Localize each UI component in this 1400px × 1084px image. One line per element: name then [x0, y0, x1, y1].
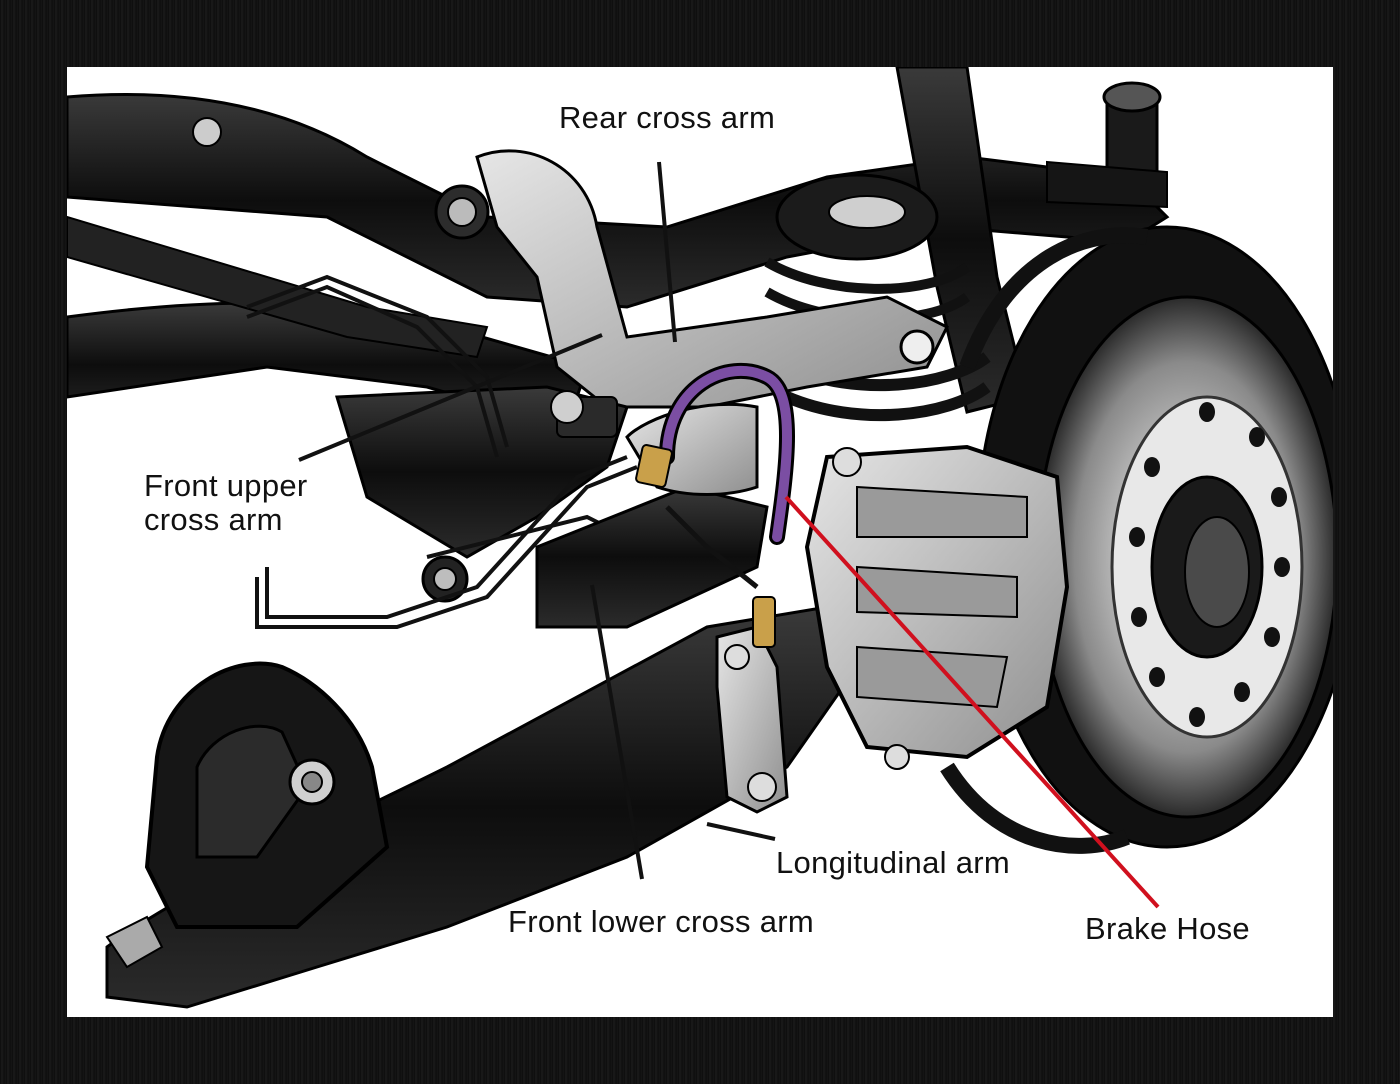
leader-lines [298, 161, 776, 880]
diagram-canvas: Rear cross arm Front upper cross arm Fro… [67, 67, 1333, 1017]
label-front-upper-cross-arm-line2: cross arm [144, 502, 283, 537]
brake-hose-part [635, 362, 795, 648]
label-front-lower-cross-arm: Front lower cross arm [508, 904, 815, 939]
longitudinal-arm-part [105, 605, 859, 1009]
label-longitudinal-arm: Longitudinal arm [776, 845, 1010, 880]
leader-front-lower-cross-arm [590, 584, 644, 880]
brake-caliper [804, 444, 1070, 770]
leader-longitudinal-arm [706, 822, 776, 841]
label-rear-cross-arm: Rear cross arm [559, 100, 776, 135]
label-front-upper-cross-arm-line1: Front upper [144, 468, 308, 503]
suspension-illustration [67, 67, 1333, 1009]
front-lower-cross-arm-part [535, 485, 769, 629]
front-upper-cross-arm-part [335, 385, 629, 603]
brake-disc [940, 225, 1333, 854]
label-brake-hose: Brake Hose [1085, 911, 1250, 946]
leader-rear-cross-arm [657, 161, 677, 343]
leader-front-upper-cross-arm [298, 333, 603, 462]
subframe [67, 93, 1170, 429]
leader-brake-hose [784, 495, 1160, 909]
